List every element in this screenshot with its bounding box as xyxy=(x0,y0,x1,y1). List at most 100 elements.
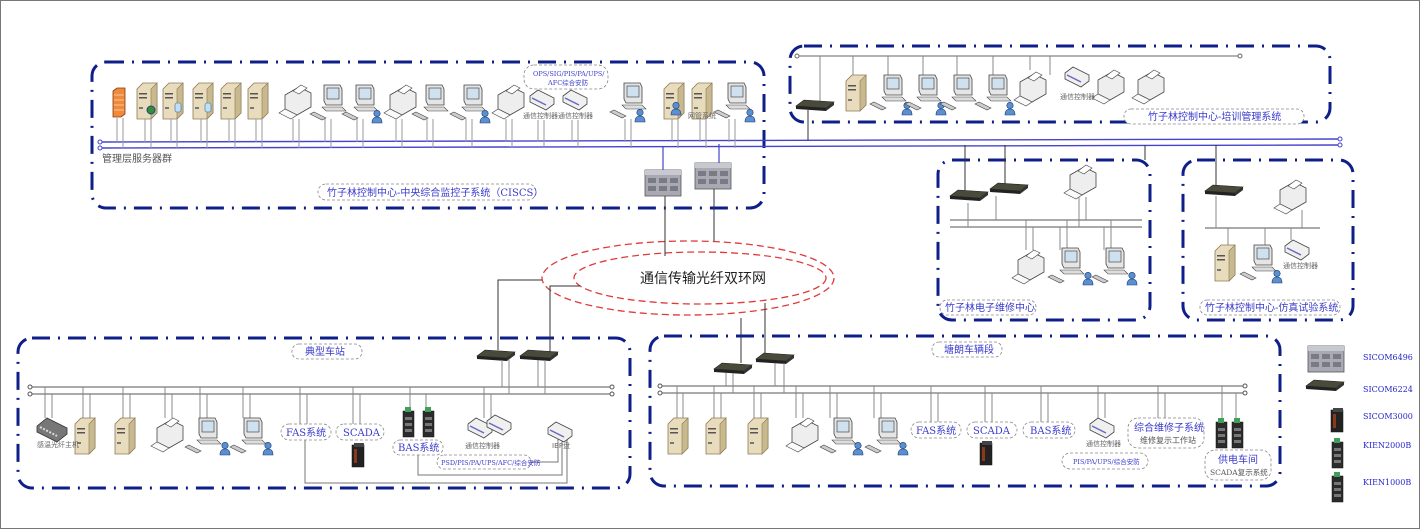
kien2000b-icon xyxy=(1231,417,1244,449)
printer-icon xyxy=(1011,249,1045,285)
station-fas-label: FAS系统 xyxy=(286,426,326,439)
workstation-icon xyxy=(904,74,942,111)
sicom6224-switch-icon xyxy=(476,349,516,362)
training-title: 竹子林控制中心-培训管理系统 xyxy=(1148,110,1281,123)
repair-title-bubble xyxy=(939,299,1037,316)
zone-training-border xyxy=(788,44,1332,124)
operator-icon xyxy=(1271,269,1283,284)
device-legend: SICOM6496 SICOM6224 SICOM3000 KIEN2000B … xyxy=(1305,345,1413,503)
comm-ctrl-label: 通信控制器 xyxy=(523,111,558,120)
station-scada-label: SCADA xyxy=(343,428,381,439)
sicom6496-switch-icon xyxy=(644,169,682,197)
printer-icon xyxy=(1013,71,1047,107)
legend-label: KIEN2000B xyxy=(1363,441,1411,450)
station-drops xyxy=(44,360,546,424)
fiber-ring-outer xyxy=(541,240,835,316)
repair-title: 竹子林电子维修中心 xyxy=(945,301,1035,314)
fiber-ring xyxy=(541,240,835,316)
ciscs-title-bubble xyxy=(317,183,537,201)
workstation-icon xyxy=(229,417,267,454)
ring-links xyxy=(497,189,766,363)
comm-controller-icon xyxy=(1089,417,1115,439)
fiber-temp-host-icon xyxy=(36,417,68,443)
station-bas-label: BAS系统 xyxy=(398,441,439,454)
depot-fas-bubble xyxy=(910,421,962,439)
station-bus xyxy=(30,386,612,395)
sicom6224-switch-icon xyxy=(989,182,1029,195)
station-psd-label: PSD/PIS/PA/UPS/AFC/综合安防 xyxy=(441,458,541,467)
depot-drops xyxy=(676,363,1237,422)
comm-controller-icon xyxy=(529,89,555,111)
simulation-drops xyxy=(1215,196,1303,245)
repair-uplinks xyxy=(964,145,1146,193)
workstation-icon xyxy=(449,84,487,121)
core-switch-uplinks xyxy=(662,144,720,170)
printer-icon xyxy=(1091,69,1125,105)
depot-pis-label: PIS/PA/UPS/综合安防 xyxy=(1073,457,1140,466)
station-fas-bubble xyxy=(280,423,332,441)
ciscs-devices xyxy=(112,82,756,197)
sicom6496-switch-icon xyxy=(694,162,732,190)
depot-fas-label: FAS系统 xyxy=(916,424,956,437)
zone-ciscs-border xyxy=(90,60,766,210)
ciscs-drop-lines xyxy=(116,118,736,148)
db-server-icon xyxy=(192,82,214,120)
workstation-icon xyxy=(411,84,449,121)
operator-icon xyxy=(744,109,756,123)
depot-bas-label: BAS系统 xyxy=(1030,424,1071,437)
legend-label: KIEN1000B xyxy=(1363,478,1411,487)
printer-icon xyxy=(278,84,312,120)
netmgmt-label: 网管系统 xyxy=(688,111,716,120)
depot-power-title: 供电车间 xyxy=(1218,453,1258,466)
ops-bubble xyxy=(523,64,609,90)
simulation-title-bubble xyxy=(1199,299,1341,316)
workstation-icon xyxy=(184,417,222,454)
station-hardwire xyxy=(304,430,568,484)
kien2000b-icon xyxy=(402,406,415,438)
ibp-label: IBP盘 xyxy=(552,441,570,450)
depot-bus xyxy=(660,385,1245,394)
workstation-icon xyxy=(713,82,751,119)
operator-icon xyxy=(634,109,646,123)
web-server-icon xyxy=(136,82,158,120)
printer-icon xyxy=(491,84,525,120)
printer-icon xyxy=(383,84,417,120)
workstation-icon xyxy=(309,84,347,121)
comm-ctrl-label: 通信控制器 xyxy=(1283,261,1318,270)
operator-icon xyxy=(479,110,491,124)
db-server-icon xyxy=(747,417,769,455)
sicom6224-switch-icon xyxy=(1204,184,1244,197)
printer-icon xyxy=(150,417,184,453)
workstation-icon xyxy=(1239,244,1277,281)
printer-icon xyxy=(1131,69,1165,105)
comm-controller-icon xyxy=(1064,66,1090,88)
server-icon xyxy=(1214,244,1236,282)
station-title: 典型车站 xyxy=(305,345,345,358)
training-title-bubble xyxy=(1123,108,1305,125)
station-bas-bubble xyxy=(392,439,444,456)
training-drops xyxy=(819,56,1051,102)
server-icon xyxy=(705,417,727,455)
simulation-title: 竹子林控制中心-仿真试验系统 xyxy=(1205,301,1338,314)
db-server-icon xyxy=(114,417,136,455)
zone-depot-border xyxy=(648,334,1282,488)
legend-label: SICOM6224 xyxy=(1363,385,1413,394)
sicom6224-switch-icon xyxy=(713,362,753,375)
workstation-icon xyxy=(974,74,1012,111)
printer-icon xyxy=(785,417,819,453)
workstation-icon xyxy=(819,417,857,454)
zone-repair-border xyxy=(936,158,1152,322)
comm-controller-icon xyxy=(562,89,588,111)
management-bus xyxy=(99,138,1341,149)
comm-ctrl-label: 通信控制器 xyxy=(1086,439,1121,448)
firewall-icon xyxy=(112,87,126,118)
sicom6224-switch-icon xyxy=(519,349,559,362)
depot-bas-bubble xyxy=(1022,421,1076,439)
comm-ctrl-label: 通信控制器 xyxy=(1060,92,1095,101)
ciscs-title: 竹子林控制中心-中央综合监控子系统（CISCS） xyxy=(327,186,543,199)
server-group-label: 管理层服务器群 xyxy=(102,152,172,165)
fire-host-label: 感温光纤主机 xyxy=(37,440,79,449)
printer-icon xyxy=(1063,164,1097,200)
sicom6224-switch-icon xyxy=(795,99,835,112)
ops-bubble-line2: AFC综合安防 xyxy=(547,78,589,87)
